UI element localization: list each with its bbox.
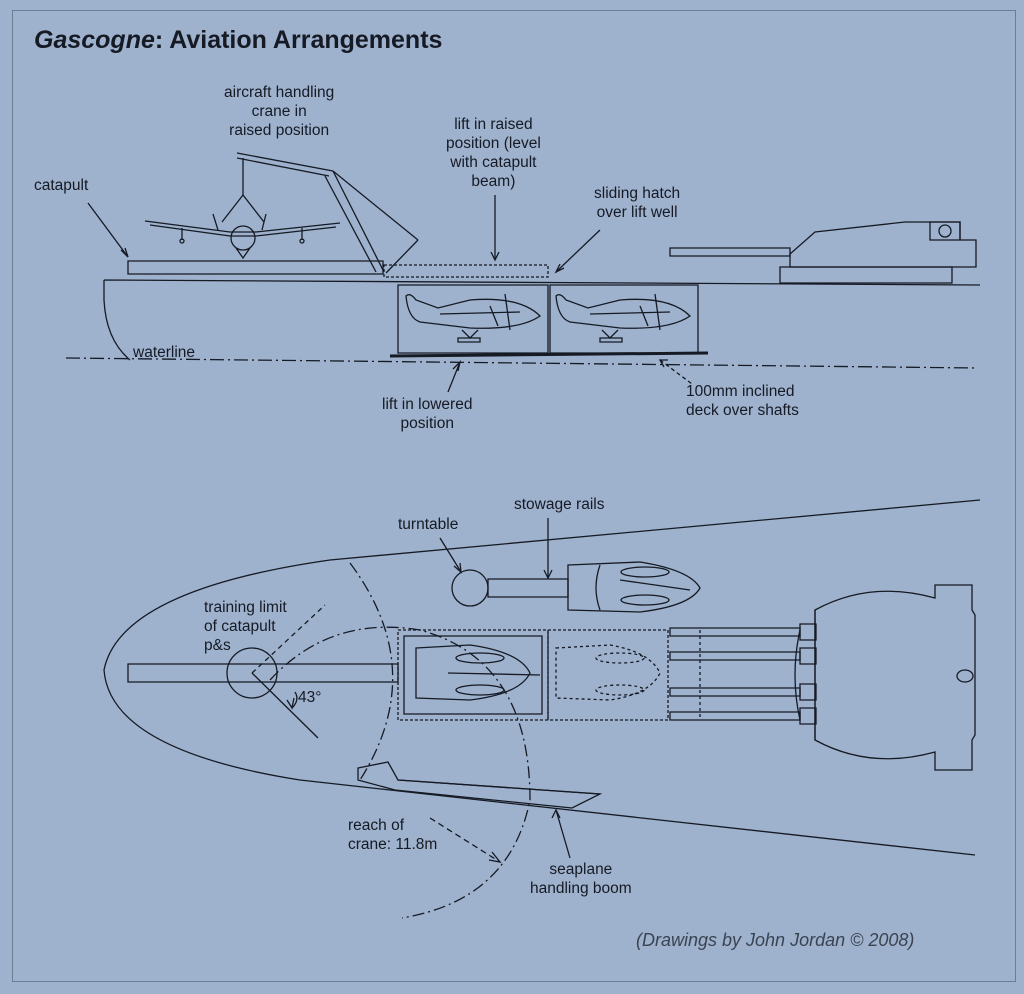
hangar-bay-2 — [550, 285, 698, 353]
catapult-plan — [128, 664, 398, 682]
waterline — [66, 358, 978, 368]
label-turntable: turntable — [398, 516, 459, 533]
gun-turret-plan — [670, 585, 975, 770]
label-sliding-hatch: sliding hatch over lift well — [594, 185, 681, 221]
handling-crane — [222, 153, 418, 273]
sheet-border — [12, 10, 1016, 982]
label-angle: 43° — [298, 689, 322, 706]
gun-turret-side — [670, 222, 976, 283]
label-lift-raised: lift in raised position (level with cata… — [446, 116, 541, 190]
turntable — [452, 570, 488, 606]
diagram-title: Gascogne: Aviation Arrangements — [34, 26, 442, 55]
label-catapult: catapult — [34, 177, 89, 194]
plan-view — [104, 500, 980, 918]
catapult-beam — [128, 261, 383, 274]
training-limit-arc — [350, 563, 393, 780]
turntable-rails — [488, 579, 568, 597]
hull-plan-outline — [104, 500, 980, 855]
lift-lowered-platform — [390, 353, 708, 356]
seaplane-front-view — [145, 214, 340, 258]
hangar-seaplane-top — [416, 645, 540, 700]
side-view — [66, 153, 980, 392]
plan-view-leaders — [430, 518, 570, 862]
label-inclined-deck: 100mm inclined deck over shafts — [686, 383, 799, 419]
seaplane-side-2 — [556, 294, 690, 342]
label-handling-boom: seaplane handling boom — [530, 861, 632, 897]
seaplane-side-1 — [406, 294, 540, 342]
lift-raised-outline — [384, 265, 548, 277]
hangar-seaplane-dashed — [556, 645, 660, 700]
stowed-seaplane-top — [568, 562, 700, 612]
lift-well-plan — [404, 636, 542, 714]
hull-outline — [104, 280, 980, 360]
label-crane-reach: reach of crane: 11.8m — [348, 817, 438, 853]
label-waterline: waterline — [133, 344, 196, 361]
label-stowage-rails: stowage rails — [514, 496, 605, 513]
label-crane: aircraft handling crane in raised positi… — [224, 84, 335, 139]
hangar-bay-1 — [398, 285, 548, 353]
drawing-credit: (Drawings by John Jordan © 2008) — [636, 930, 915, 950]
title-text: : Aviation Arrangements — [154, 26, 443, 54]
seaplane-handling-boom — [358, 762, 600, 808]
crane-reach-arc — [270, 627, 530, 918]
side-view-leaders — [88, 195, 692, 392]
lift-outline-plan-2 — [548, 630, 668, 720]
label-training-limit: training limit of catapult p&s — [204, 599, 287, 654]
label-lift-lowered: lift in lowered position — [382, 396, 473, 432]
ship-name: Gascogne — [34, 26, 155, 54]
